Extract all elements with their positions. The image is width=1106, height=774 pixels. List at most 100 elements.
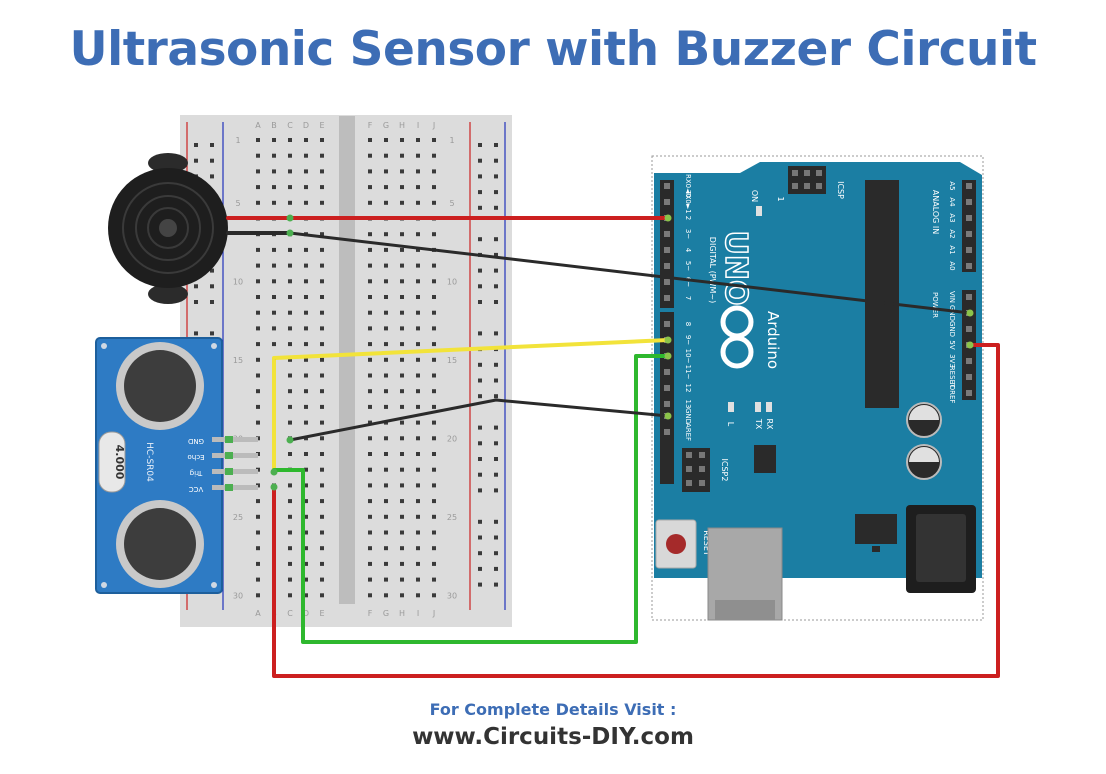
- breadboard-hole: [256, 404, 260, 409]
- power-pin-label: 5V: [948, 340, 956, 349]
- rail-hole: [494, 394, 498, 399]
- breadboard-hole: [416, 389, 420, 394]
- breadboard-hole: [400, 499, 404, 504]
- breadboard-hole: [416, 247, 420, 252]
- breadboard-hole: [288, 389, 292, 394]
- digital-pin-hole: [664, 183, 670, 189]
- analog-pin-label: A5: [948, 181, 956, 190]
- rail-hole: [478, 300, 482, 304]
- breadboard-hole: [304, 295, 308, 299]
- breadboard-hole: [416, 169, 420, 174]
- breadboard-hole: [416, 593, 420, 598]
- rail-hole: [494, 268, 498, 273]
- breadboard-hole: [384, 232, 388, 237]
- row-number-right-20: 20: [447, 434, 457, 443]
- rail-hole: [478, 582, 482, 587]
- breadboard-hole: [288, 326, 292, 331]
- breadboard-hole: [320, 373, 324, 378]
- breadboard-hole: [432, 530, 436, 535]
- breadboard-hole: [320, 561, 324, 566]
- breadboard-hole: [432, 483, 436, 488]
- digital-pin-label: 13: [684, 400, 692, 409]
- breadboard-hole: [368, 263, 372, 268]
- breadboard-hole: [304, 514, 308, 519]
- breadboard-hole: [400, 514, 404, 519]
- digital-pin-label: 9~: [684, 335, 692, 345]
- sensor-crystal-label: 4.000: [113, 445, 126, 480]
- breadboard-hole: [256, 279, 260, 284]
- breadboard-hole: [256, 295, 260, 299]
- breadboard-hole: [288, 279, 292, 284]
- breadboard-hole: [256, 546, 260, 551]
- breadboard-hole: [416, 373, 420, 378]
- digital-pin-label: 12: [684, 384, 692, 393]
- column-label-bottom-j: J: [432, 609, 435, 618]
- breadboard-hole: [320, 138, 324, 142]
- arduino-uno-icon: RX0◄0TX0►123~45~6~789~10~11~1213GNDAREF …: [651, 155, 984, 621]
- breadboard-hole: [304, 247, 308, 252]
- breadboard-hole: [288, 263, 292, 268]
- digital-pin-hole: [664, 401, 670, 407]
- breadboard-hole: [384, 326, 388, 331]
- digital-pin-hole: [664, 321, 670, 327]
- icsp-pin1-label: 1: [776, 196, 785, 201]
- breadboard-hole: [400, 247, 404, 252]
- breadboard-hole: [288, 373, 292, 378]
- breadboard-hole: [416, 357, 420, 362]
- breadboard-hole: [304, 279, 308, 284]
- breadboard-hole: [416, 420, 420, 425]
- breadboard-hole: [400, 389, 404, 394]
- rail-hole: [494, 174, 498, 179]
- column-label-bottom-i: I: [417, 609, 419, 618]
- rail-hole: [478, 425, 482, 430]
- rail-hole: [494, 441, 498, 446]
- breadboard-hole: [416, 467, 420, 472]
- rail-hole: [478, 378, 482, 383]
- power-pin-hole: [966, 390, 972, 396]
- rail-hole: [494, 205, 498, 210]
- breadboard-hole: [400, 577, 404, 582]
- breadboard-hole: [288, 452, 292, 456]
- rail-hole: [478, 551, 482, 556]
- breadboard-hole: [432, 279, 436, 284]
- rail-hole: [494, 190, 498, 195]
- breadboard-hole: [256, 499, 260, 504]
- arduino-logo-text: Arduino: [764, 311, 782, 369]
- breadboard-hole: [288, 169, 292, 174]
- breadboard-hole: [416, 530, 420, 535]
- column-label-bottom-d: D: [303, 609, 309, 618]
- breadboard-hole: [288, 530, 292, 535]
- row-number-right-15: 15: [447, 356, 457, 365]
- breadboard-hole: [384, 404, 388, 409]
- breadboard-hole: [304, 373, 308, 378]
- breadboard-hole: [272, 342, 276, 347]
- breadboard-hole: [416, 404, 420, 409]
- digital-pin-label: 8: [684, 322, 692, 326]
- breadboard-hole: [368, 577, 372, 582]
- digital-pin-label: GND: [684, 408, 692, 424]
- rail-hole: [194, 331, 198, 336]
- breadboard-hole: [416, 138, 420, 142]
- analog-pin-hole: [966, 215, 972, 221]
- breadboard-hole: [384, 593, 388, 598]
- wires: [226, 216, 1000, 678]
- breadboard-hole: [288, 561, 292, 566]
- breadboard-hole: [384, 389, 388, 394]
- breadboard-hole: [400, 436, 404, 441]
- breadboard-hole: [320, 200, 324, 205]
- breadboard-hole: [432, 232, 436, 237]
- wire-buzzer-to-gnd: [288, 231, 972, 315]
- wire-trig-to-pin9: [272, 338, 670, 474]
- breadboard-hole: [256, 342, 260, 347]
- breadboard-hole: [256, 169, 260, 174]
- breadboard-hole: [304, 342, 308, 347]
- breadboard-hole: [288, 483, 292, 488]
- row-number-right-25: 25: [447, 513, 457, 522]
- breadboard-hole: [256, 138, 260, 142]
- breadboard-hole: [416, 342, 420, 347]
- column-label-b: B: [271, 121, 277, 130]
- rail-hole: [210, 300, 214, 304]
- breadboard-hole: [384, 169, 388, 174]
- breadboard-hole: [304, 561, 308, 566]
